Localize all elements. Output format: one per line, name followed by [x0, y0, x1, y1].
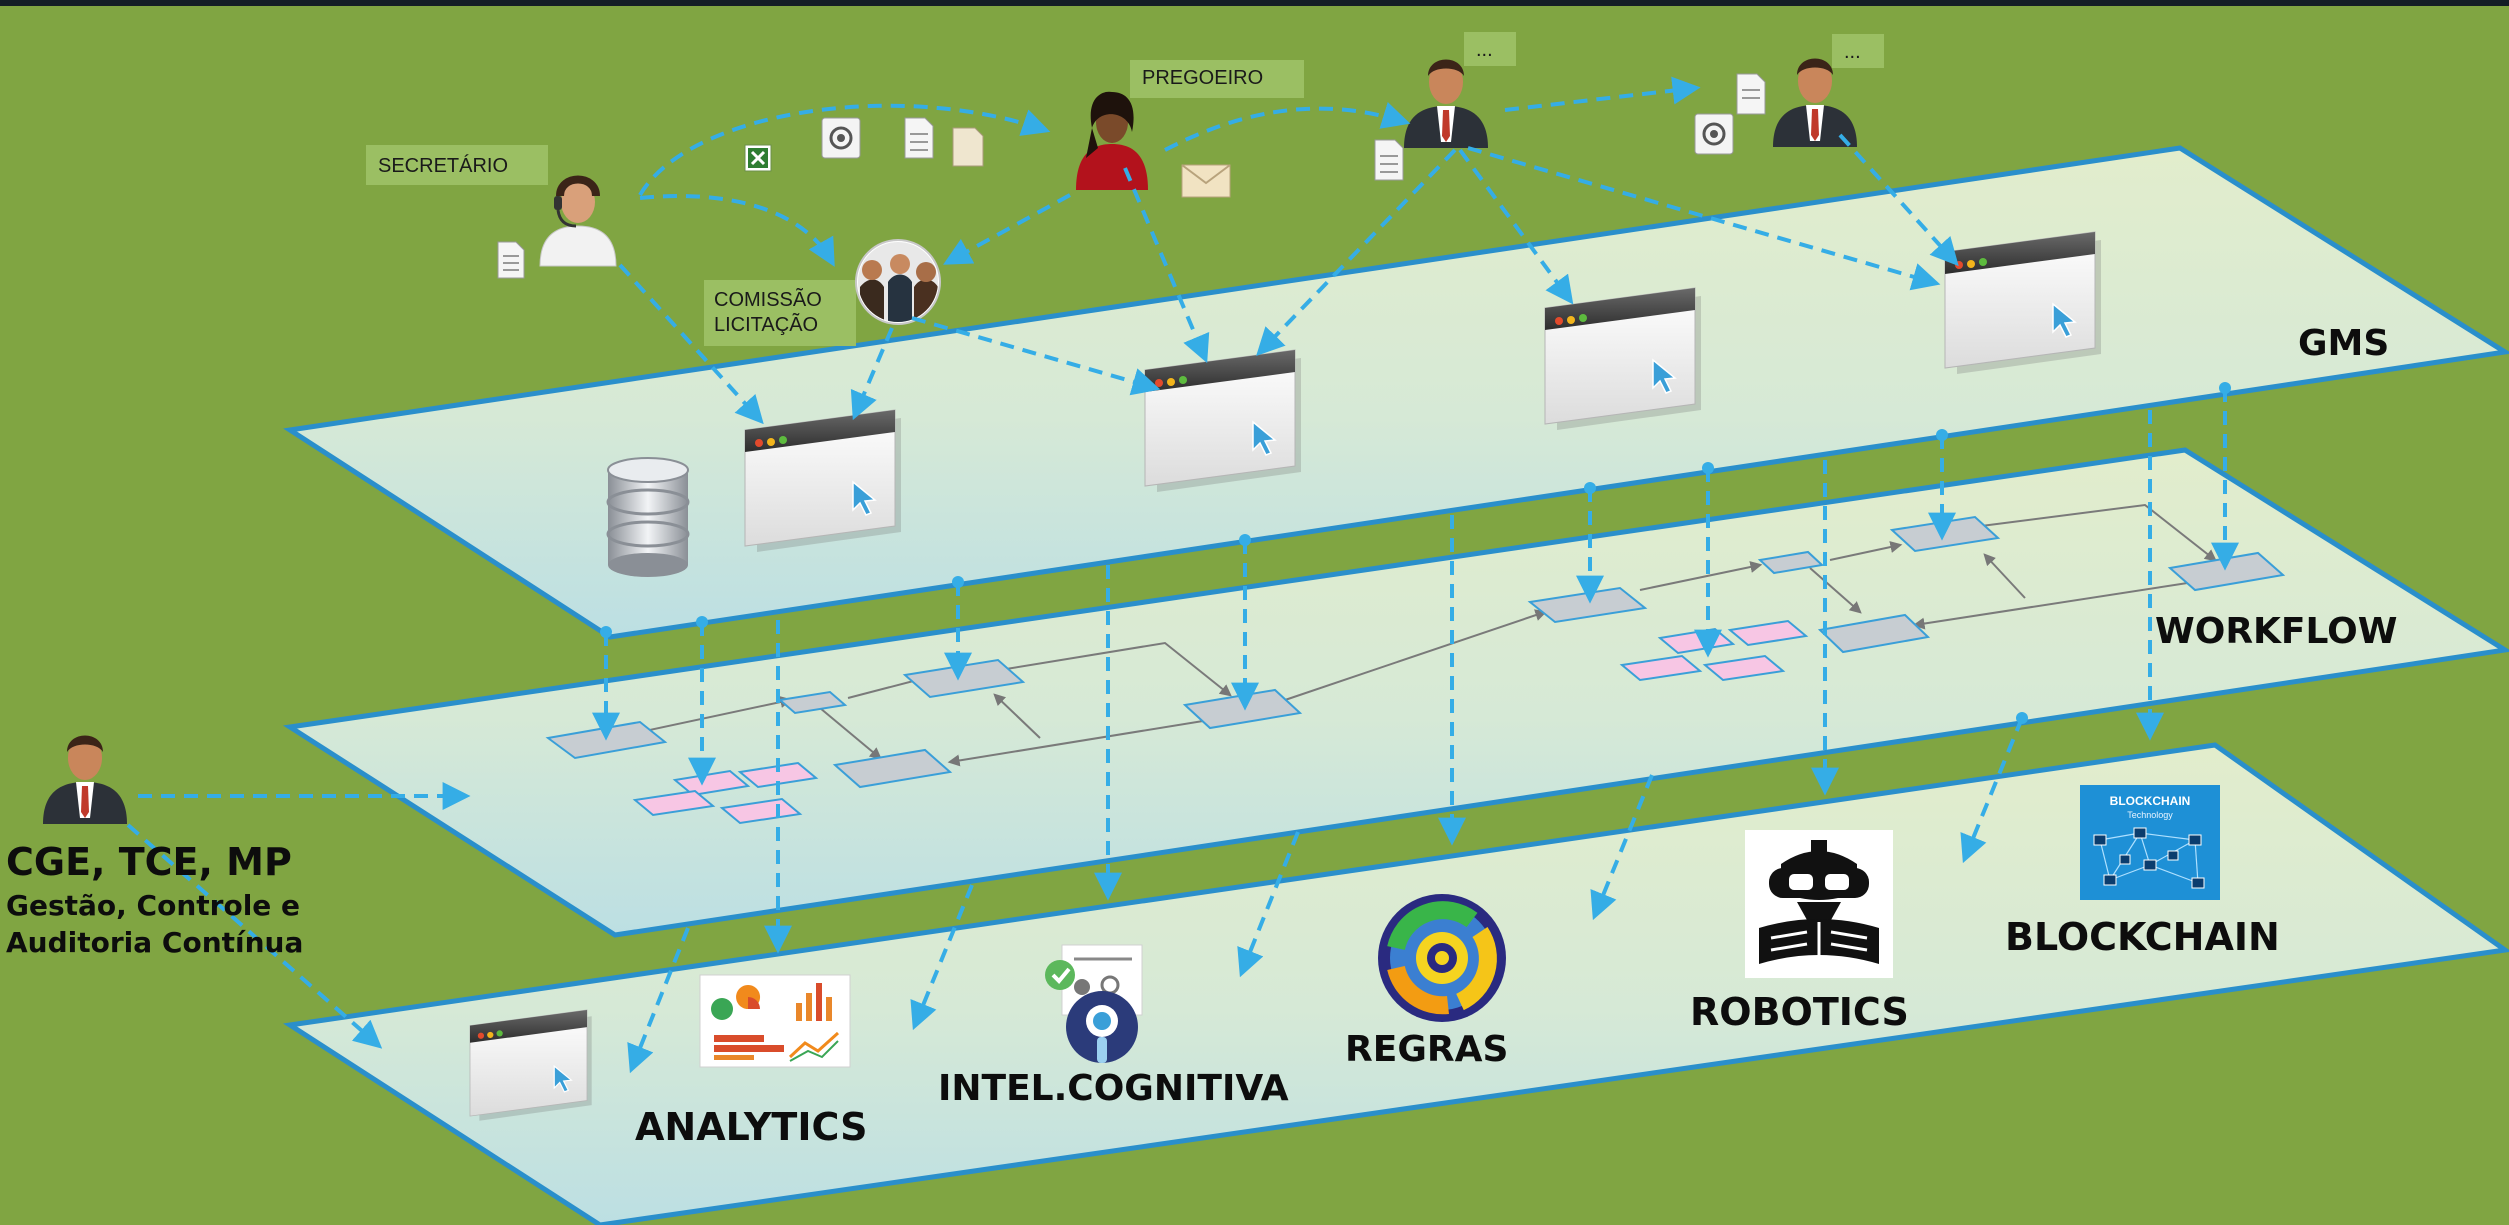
- auditor-line1: Gestão, Controle e: [6, 889, 300, 922]
- email-doc-icon: [1694, 113, 1734, 155]
- document-icon: [1374, 139, 1404, 181]
- robotics-label: ROBOTICS: [1690, 990, 1909, 1034]
- audit-window[interactable]: [469, 1009, 593, 1122]
- secretario-tag-bg: [366, 145, 548, 185]
- arrow-origin-dots: [600, 382, 2231, 724]
- top-bar: [0, 0, 2509, 6]
- document-icon: [497, 241, 525, 279]
- secretario-avatar[interactable]: [539, 175, 617, 267]
- blockchain-icon-title: BLOCKCHAIN: [2110, 794, 2191, 808]
- email-doc-icon: [821, 117, 861, 159]
- auditor-avatar[interactable]: [43, 735, 127, 825]
- rules-engine-icon: [1378, 894, 1506, 1022]
- flow-arrows: [126, 76, 2239, 1074]
- pregoeiro-label: PREGOEIRO: [1142, 67, 1263, 89]
- next-actor-2-label: ...: [1844, 41, 1861, 63]
- workflow-label: WORKFLOW: [2155, 611, 2398, 652]
- workflow-flow: [611, 503, 2221, 767]
- comissao-tag-bg: [704, 280, 856, 346]
- next-actor-2-tag-bg: [1832, 34, 1884, 68]
- document-icon: [904, 117, 934, 159]
- blockchain-icon-subtitle: Technology: [2127, 810, 2173, 820]
- analytics-label: ANALYTICS: [635, 1105, 867, 1149]
- secretario-label: SECRETÁRIO: [378, 154, 508, 177]
- gms-window-2[interactable]: [1144, 349, 1302, 493]
- gms-window-1[interactable]: [744, 409, 902, 553]
- analytics-icon: [699, 974, 851, 1068]
- comissao-label-line2: LICITAÇÃO: [714, 312, 818, 336]
- blockchain-label: BLOCKCHAIN: [2005, 915, 2280, 959]
- comissao-label-line1: COMISSÃO: [714, 287, 822, 311]
- spreadsheet-icon: [744, 144, 772, 172]
- paper-icon: [952, 127, 984, 167]
- gms-window-4[interactable]: [1944, 231, 2102, 375]
- document-icon: [1736, 73, 1766, 115]
- auditor-line2: Auditoria Contínua: [6, 926, 303, 959]
- auditor-title: CGE, TCE, MP: [6, 840, 292, 884]
- pregoeira-avatar[interactable]: [1076, 91, 1148, 190]
- gms-label: GMS: [2298, 323, 2389, 364]
- comissao-group-avatar[interactable]: [855, 239, 941, 325]
- envelope-icon: [1181, 164, 1231, 198]
- next-actor-1-tag-bg: [1464, 32, 1516, 66]
- next-actor-1-label: ...: [1476, 39, 1493, 61]
- database-icon: [606, 457, 690, 577]
- gms-window-3[interactable]: [1544, 287, 1702, 431]
- next-actor-1-avatar[interactable]: [1404, 59, 1488, 149]
- blockchain-icon: BLOCKCHAIN Technology: [2080, 785, 2220, 900]
- next-actor-2-avatar[interactable]: [1773, 58, 1857, 148]
- regras-label: REGRAS: [1345, 1029, 1508, 1070]
- robotics-icon: [1745, 830, 1893, 978]
- cognitive-intelligence-icon: [1045, 944, 1143, 1063]
- workflow-plane: [283, 447, 2509, 938]
- intel-cognitiva-label: INTEL.COGNITIVA: [938, 1068, 1289, 1109]
- pregoeiro-tag-bg: [1130, 60, 1304, 98]
